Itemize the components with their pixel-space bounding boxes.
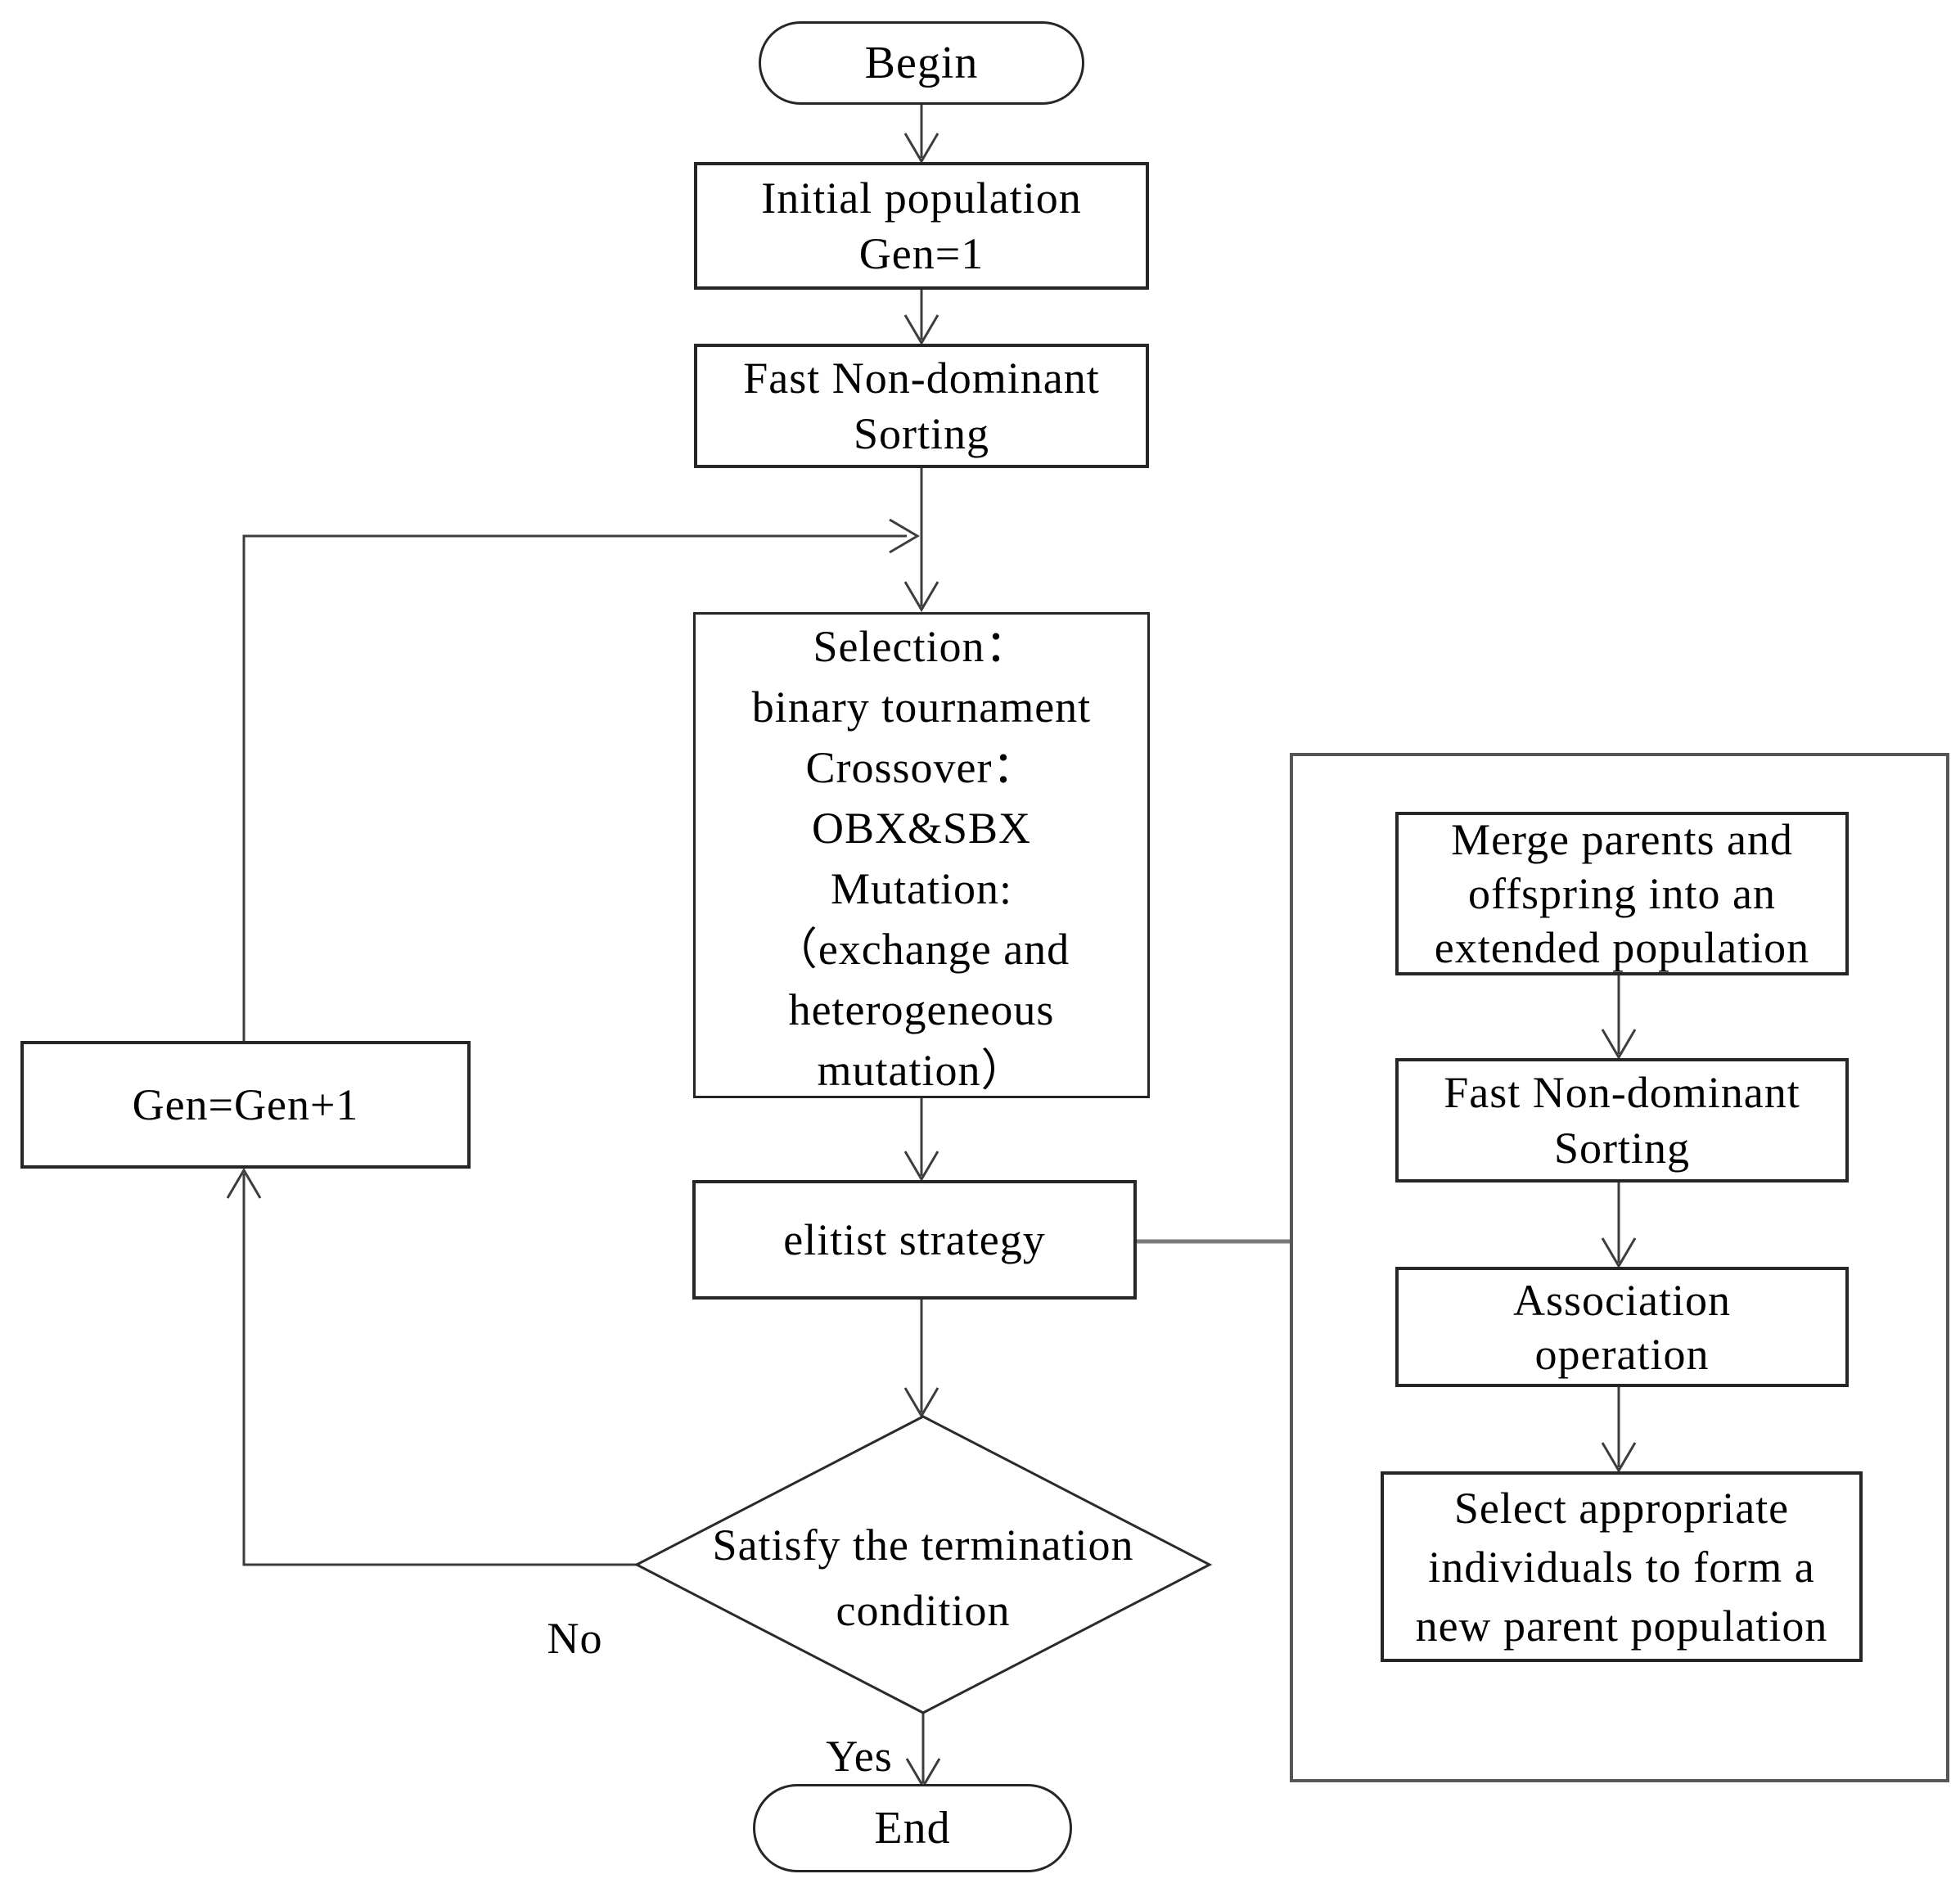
gen-increment-label: Gen=Gen+1 xyxy=(132,1080,359,1129)
select-line: Select appropriate xyxy=(1453,1483,1790,1533)
arrowhead-no-branch-icon xyxy=(226,1168,262,1199)
termination-decision-text: Satisfy the termination condition xyxy=(637,1512,1210,1643)
association-line: Association xyxy=(1513,1275,1731,1325)
arrowhead-merge-to-fastsort2-icon xyxy=(1601,1029,1637,1060)
gen-increment-box: Gen=Gen+1 xyxy=(20,1041,471,1169)
end-label: End xyxy=(874,1803,951,1854)
arrowhead-loopback-icon xyxy=(889,518,920,554)
initial-population-box: Initial population Gen=1 xyxy=(694,162,1149,290)
decision-line: Satisfy the termination xyxy=(712,1520,1134,1570)
elitist-fast-sorting-line: Sorting xyxy=(1553,1124,1691,1173)
merge-population-box: Merge parents and offspring into an exte… xyxy=(1395,812,1849,975)
elitist-fast-sorting-box: Fast Non-dominant Sorting xyxy=(1395,1058,1849,1182)
select-line: new parent population xyxy=(1415,1601,1828,1651)
operators-line: OBX&SBX xyxy=(811,804,1032,853)
arrowhead-elitist-to-decision-icon xyxy=(903,1387,939,1418)
initial-population-line: Gen=1 xyxy=(858,229,985,278)
no-edge-label: No xyxy=(547,1614,603,1663)
operators-line: Selection： xyxy=(813,622,1030,671)
merge-line: offspring into an xyxy=(1468,869,1776,918)
fast-sorting-line: Fast Non-dominant xyxy=(743,354,1100,403)
arrowhead-initial-to-fastsort-icon xyxy=(903,314,939,345)
start-label: Begin xyxy=(864,38,979,88)
arrowhead-fastsort2-to-association-icon xyxy=(1601,1237,1637,1268)
operators-line: heterogeneous xyxy=(788,985,1055,1034)
elitist-strategy-box: elitist strategy xyxy=(692,1180,1137,1300)
end-terminator: End xyxy=(753,1784,1072,1872)
no-branch-line xyxy=(242,1173,637,1566)
elitist-strategy-label: elitist strategy xyxy=(783,1215,1046,1264)
operators-line: mutation） xyxy=(817,1046,1026,1095)
select-line: individuals to form a xyxy=(1428,1542,1815,1592)
loopback-line xyxy=(242,534,907,1041)
elitist-fast-sorting-line: Fast Non-dominant xyxy=(1444,1068,1800,1117)
yes-edge-label: Yes xyxy=(826,1732,893,1781)
association-line: operation xyxy=(1534,1329,1710,1379)
initial-population-line: Initial population xyxy=(761,173,1082,223)
new-parent-selection-box: Select appropriate individuals to form a… xyxy=(1381,1471,1863,1662)
start-terminator: Begin xyxy=(759,21,1084,105)
termination-decision-diamond xyxy=(633,1415,1213,1714)
arrowhead-association-to-select-icon xyxy=(1601,1442,1637,1473)
operators-line: Mutation: xyxy=(831,864,1012,913)
operators-line: Crossover： xyxy=(805,743,1038,792)
arrowhead-operators-to-elitist-icon xyxy=(903,1151,939,1182)
fast-nondominant-sorting-box: Fast Non-dominant Sorting xyxy=(694,344,1149,468)
merge-line: extended population xyxy=(1434,923,1810,972)
arrowhead-fastsort-to-operators-icon xyxy=(903,581,939,612)
merge-line: Merge parents and xyxy=(1451,815,1793,864)
elitist-detail-container xyxy=(1290,753,1949,1782)
genetic-operators-box: Selection： binary tournament Crossover： … xyxy=(693,612,1150,1098)
operators-line: （exchange and xyxy=(773,925,1070,974)
arrowhead-begin-to-initial-icon xyxy=(903,133,939,164)
decision-line: condition xyxy=(836,1586,1011,1635)
operators-line: binary tournament xyxy=(751,682,1092,732)
association-operation-box: Association operation xyxy=(1395,1267,1849,1387)
fast-sorting-line: Sorting xyxy=(853,409,990,458)
